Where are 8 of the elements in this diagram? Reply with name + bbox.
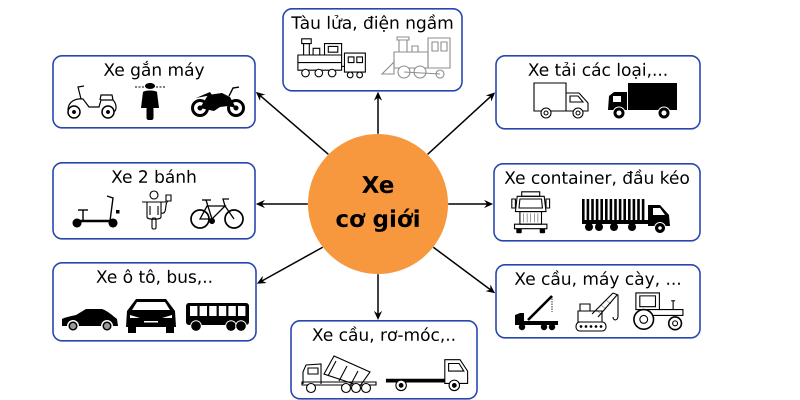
category-box: Xe tải các loại,... xyxy=(495,55,701,130)
category-box: Tàu lửa, điện ngầm xyxy=(282,8,463,92)
category-box: Xe cầu, máy cày, ... xyxy=(495,264,701,339)
category-box: Xe 2 bánh xyxy=(52,162,256,240)
category-box: Xe cầu, rơ-móc,.. xyxy=(290,320,478,400)
category-box: Xe container, đầu kéo xyxy=(493,163,701,242)
category-box: Xe ô tô, bus,.. xyxy=(52,262,257,342)
category-box: Xe gắn máy xyxy=(52,55,256,129)
